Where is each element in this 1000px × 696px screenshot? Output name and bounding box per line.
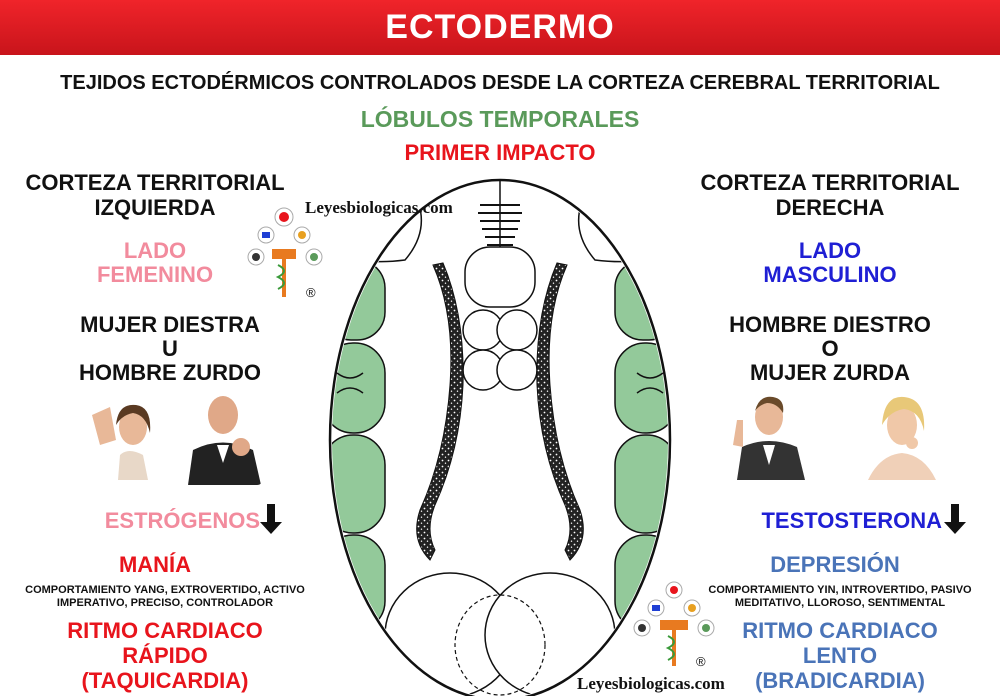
left-ventricle bbox=[416, 262, 464, 561]
page-title: ECTODERMO bbox=[385, 8, 615, 46]
right-side-line1: LADO bbox=[798, 238, 862, 263]
caduceus-logo-bottom: ® bbox=[633, 581, 715, 669]
registered-mark-bottom: ® bbox=[696, 654, 706, 669]
left-lobe-mark bbox=[336, 372, 364, 394]
left-side-line1: LADO bbox=[123, 238, 187, 263]
lobes-heading: LÓBULOS TEMPORALES bbox=[360, 106, 640, 132]
down-arrow-icon bbox=[944, 504, 966, 534]
left-cortex-line1: CORTEZA TERRITORIAL bbox=[25, 170, 285, 195]
left-who-line1: MUJER DIESTRA bbox=[80, 312, 260, 337]
top-spine bbox=[478, 204, 522, 246]
right-hormone: TESTOSTERONA bbox=[761, 508, 942, 533]
right-who-line1: HOMBRE DIESTRO bbox=[729, 312, 931, 337]
right-cortex-line1: CORTEZA TERRITORIAL bbox=[700, 170, 960, 195]
right-state: DEPRESIÓN bbox=[770, 552, 900, 577]
right-who-line2: O bbox=[821, 336, 839, 361]
page-subtitle: TEJIDOS ECTODÉRMICOS CONTROLADOS DESDE L… bbox=[60, 72, 940, 94]
right-lobe-3 bbox=[614, 434, 668, 534]
man-photo-right bbox=[727, 385, 812, 480]
registered-mark-top: ® bbox=[306, 285, 316, 300]
woman-photo-left bbox=[88, 385, 168, 480]
right-rhythm-line1: RITMO CARDIACO bbox=[742, 618, 938, 643]
title-banner bbox=[0, 0, 1000, 55]
left-who-line2: U bbox=[162, 336, 178, 361]
center-nucleus-4 bbox=[496, 349, 538, 391]
left-cortex-line2: IZQUIERDA bbox=[94, 195, 216, 220]
down-arrow-icon bbox=[260, 504, 282, 534]
left-side-line2: FEMENINO bbox=[96, 262, 214, 287]
lower-left-lobe bbox=[332, 633, 407, 696]
man-photo-left bbox=[183, 385, 263, 485]
right-rhythm-line3: (BRADICARDIA) bbox=[755, 668, 925, 693]
right-behavior-line1: COMPORTAMIENTO YIN, INTROVERTIDO, PASIVO bbox=[708, 584, 972, 596]
left-rhythm-line3: (TAQUICARDIA) bbox=[81, 668, 249, 693]
right-rhythm-line2: LENTO bbox=[802, 643, 878, 668]
right-cortex-line2: DERECHA bbox=[775, 195, 885, 220]
right-behavior-line2: MEDITATIVO, LLOROSO, SENTIMENTAL bbox=[734, 597, 946, 609]
center-nucleus-2 bbox=[496, 309, 538, 351]
left-who-line3: HOMBRE ZURDO bbox=[78, 360, 262, 385]
left-state: MANÍA bbox=[118, 552, 192, 577]
left-rhythm-line2: RÁPIDO bbox=[122, 643, 208, 668]
watermark-bottom: Leyesbiologicas.com bbox=[577, 674, 725, 693]
left-rhythm-line1: RITMO CARDIACO bbox=[67, 618, 263, 643]
right-lobe-mark bbox=[636, 372, 664, 394]
left-lobe-3 bbox=[332, 434, 386, 534]
woman-photo-right bbox=[860, 385, 945, 480]
right-ventricle bbox=[536, 262, 584, 561]
left-behavior-line1: COMPORTAMIENTO YANG, EXTROVERTIDO, ACTIV… bbox=[25, 584, 305, 596]
right-who-line3: MUJER ZURDA bbox=[749, 360, 911, 385]
center-nucleus-top bbox=[464, 246, 536, 308]
caduceus-logo-top: ® bbox=[247, 207, 323, 300]
left-hormone: ESTRÓGENOS bbox=[104, 508, 260, 533]
left-behavior-line2: IMPERATIVO, PRECISO, CONTROLADOR bbox=[56, 597, 274, 609]
watermark-top: Leyesbiologicas.com bbox=[305, 198, 453, 217]
right-lobe-1 bbox=[614, 259, 668, 341]
right-side-line2: MASCULINO bbox=[763, 262, 897, 287]
impact-heading: PRIMER IMPACTO bbox=[404, 140, 596, 165]
bottom-dashed bbox=[454, 594, 546, 696]
brain-diagram bbox=[328, 178, 672, 696]
